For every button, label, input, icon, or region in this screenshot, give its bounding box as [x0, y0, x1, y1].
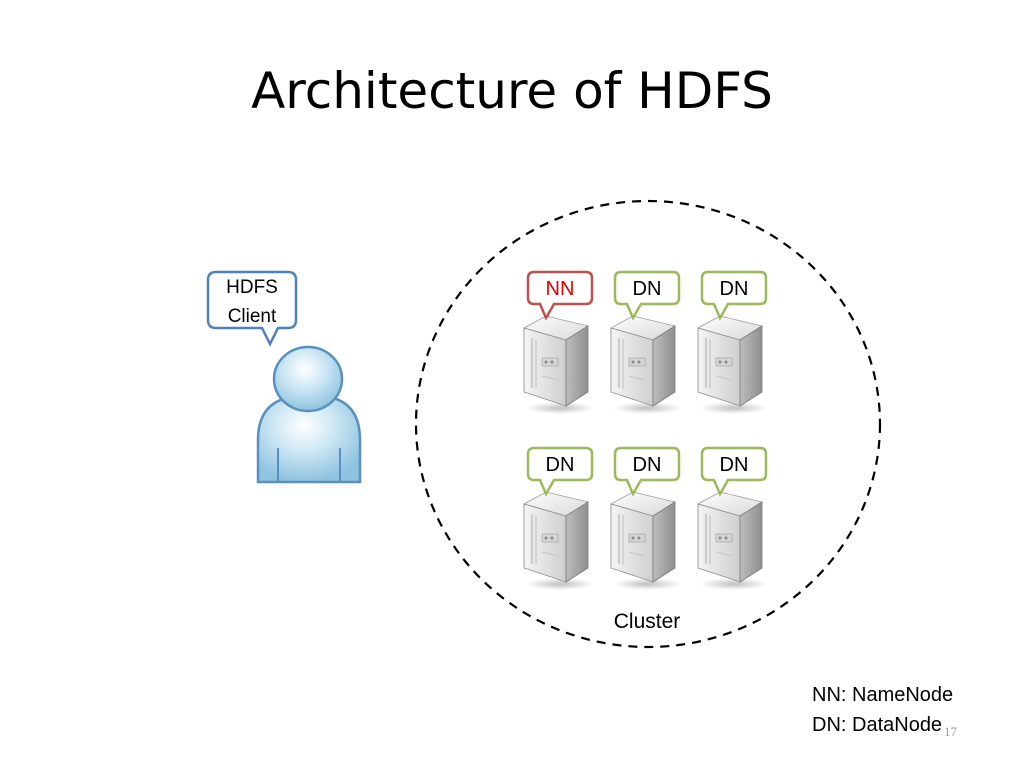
server-icon — [523, 491, 595, 591]
node-label: DN — [633, 278, 662, 300]
legend-nn: NN: NameNode — [812, 684, 954, 706]
server-icon — [610, 315, 682, 415]
server-icon — [610, 491, 682, 591]
server-icon — [523, 315, 595, 415]
datanode-4: DN — [523, 446, 595, 591]
node-callout — [526, 446, 594, 497]
client-callout: HDFS Client — [206, 270, 298, 347]
slide-number: 17 — [944, 724, 957, 739]
node-callout — [613, 446, 681, 497]
legend: NN: NameNode DN: DataNode — [812, 680, 953, 740]
datanode-6: DN — [697, 446, 769, 591]
node-callout — [526, 270, 594, 321]
node-label: DN — [720, 454, 749, 476]
datanode-2: DN — [610, 270, 682, 415]
namenode-1: NN — [523, 270, 595, 415]
server-icon — [697, 315, 769, 415]
node-callout — [700, 446, 768, 497]
client-label-line1: HDFS — [226, 277, 278, 298]
cluster-boundary — [414, 199, 882, 649]
server-icon — [697, 491, 769, 591]
node-callout — [700, 270, 768, 321]
client-label-line2: Client — [228, 306, 277, 327]
node-label: NN — [546, 278, 575, 300]
node-label: DN — [720, 278, 749, 300]
cluster-label: Cluster — [614, 610, 681, 633]
node-callout — [613, 270, 681, 321]
slide-title: Architecture of HDFS — [251, 62, 773, 120]
legend-dn: DN: DataNode — [812, 714, 943, 736]
datanode-3: DN — [697, 270, 769, 415]
node-label: DN — [633, 454, 662, 476]
datanode-5: DN — [610, 446, 682, 591]
node-label: DN — [546, 454, 575, 476]
person-icon — [256, 345, 362, 484]
